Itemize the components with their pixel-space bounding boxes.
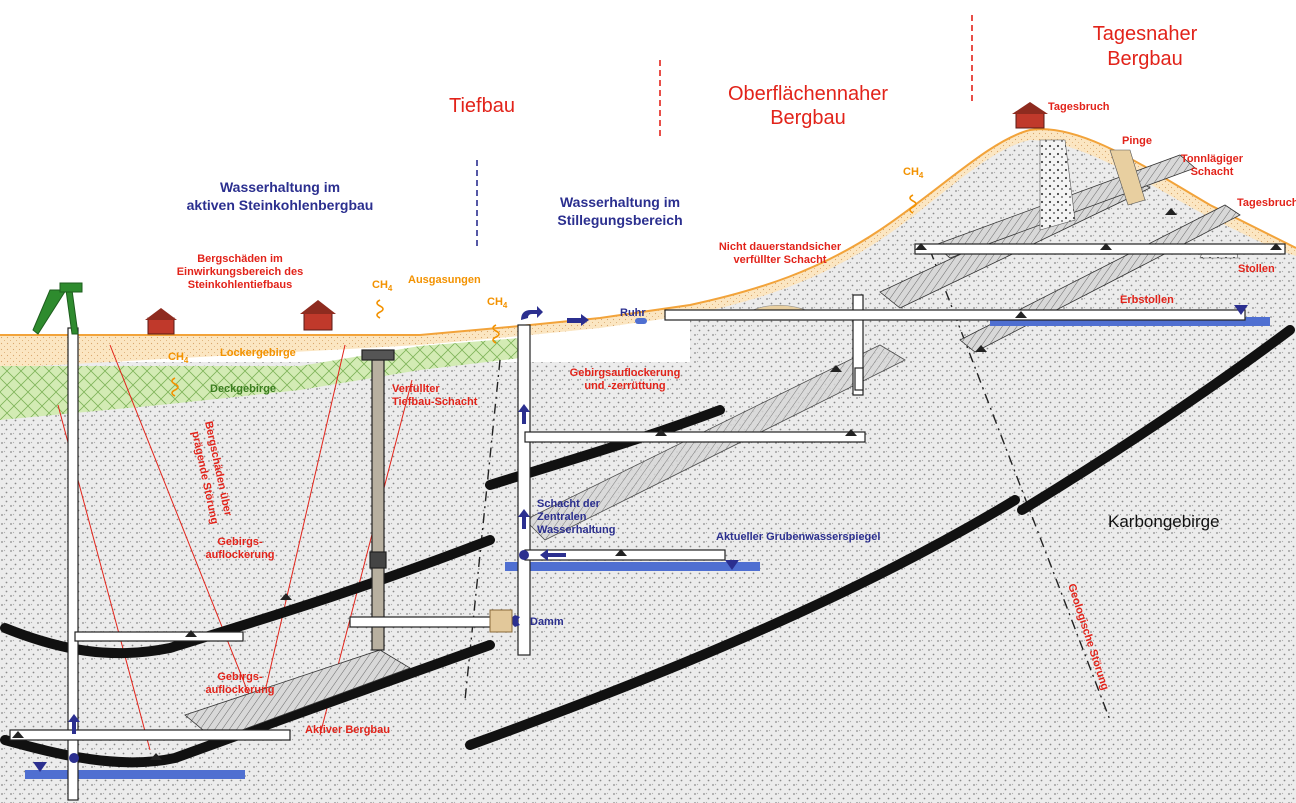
shaft-central-water	[517, 324, 531, 656]
label-karbongebirge: Karbongebirge	[1108, 512, 1220, 531]
header-tagesnah-line1: Tagesnaher	[1093, 23, 1198, 45]
header-tagesnah-line2: Bergbau	[1107, 48, 1183, 70]
label-ch4-a: CH4	[372, 279, 393, 293]
label-gebirgsauflockerung-b-line2: auflockerung	[205, 684, 274, 696]
label-grubenwasserspiegel: Aktueller Grubenwasserspiegel	[716, 531, 880, 543]
label-erbstollen: Erbstollen	[1120, 294, 1174, 306]
label-gebirgsauflockerung-a-line2: auflockerung	[205, 549, 274, 561]
headframe-icon	[32, 282, 83, 335]
label-damm: Damm	[530, 616, 564, 628]
label-ausgasungen: Ausgasungen	[408, 274, 481, 286]
lockergebirge-layer	[0, 128, 1296, 368]
label-bergschaeden-line3: Steinkohlentiefbaus	[188, 279, 293, 291]
region-dividers	[476, 15, 973, 250]
water-levels	[25, 317, 1270, 779]
label-schacht-zentral-line1: Schacht der	[537, 498, 601, 510]
label-pinge: Pinge	[1122, 135, 1152, 147]
house-icon	[145, 308, 177, 335]
header-oberflaechennah-line1: Oberflächennaher	[728, 83, 888, 105]
label-wasserhaltung-stilllegung-line2: Stillegungsbereich	[557, 212, 682, 228]
label-tagesbruch-top: Tagesbruch	[1048, 101, 1110, 113]
header-tiefbau: Tiefbau	[449, 95, 515, 117]
house-icon	[300, 300, 336, 331]
label-wasserhaltung-stilllegung-line1: Wasserhaltung im	[560, 194, 680, 210]
label-schacht-zentral-line3: Wasserhaltung	[537, 524, 615, 536]
label-stollen: Stollen	[1238, 263, 1275, 275]
gallery-markers	[12, 208, 1282, 760]
label-bergschaeden-line1: Bergschäden im	[197, 253, 283, 265]
label-ch4-d: CH4	[903, 166, 924, 180]
label-gebirgsauflockerung-zerruettung-line2: und -zerrüttung	[584, 380, 665, 392]
label-lockergebirge: Lockergebirge	[220, 347, 296, 359]
label-tonnlaegiger-line2: Schacht	[1191, 166, 1234, 178]
label-wasserhaltung-aktiv-line2: aktiven Steinkohlenbergbau	[187, 197, 374, 213]
region-headers: Tiefbau Oberflächennaher Bergbau Tagesna…	[449, 23, 1198, 129]
label-deckgebirge: Deckgebirge	[210, 383, 276, 395]
label-bergschaeden-line2: Einwirkungsbereich des	[177, 266, 304, 278]
label-gebirgsauflockerung-a-line1: Gebirgs-	[217, 536, 263, 548]
label-tonnlaegiger-line1: Tonnlägiger	[1181, 153, 1244, 165]
label-schacht-zentral-line2: Zentralen	[537, 511, 587, 523]
dam-wall	[489, 609, 513, 633]
label-nicht-dauerstandsicher-line1: Nicht dauerstandsicher	[719, 241, 842, 253]
house-icon	[1012, 102, 1048, 129]
label-gebirgsauflockerung-b-line1: Gebirgs-	[217, 671, 263, 683]
label-tagesbruch-right: Tagesbruch	[1237, 197, 1296, 209]
water-management-labels: Wasserhaltung im aktiven Steinkohlenberg…	[187, 179, 683, 228]
label-gebirgsauflockerung-zerruettung-line1: Gebirgsauflockerung	[570, 367, 681, 379]
label-ruhr: Ruhr	[620, 307, 646, 319]
header-oberflaechennah-line2: Bergbau	[770, 107, 846, 129]
label-nicht-dauerstandsicher-line2: verfüllter Schacht	[734, 254, 827, 266]
house-icons	[145, 102, 1048, 335]
shaft-unstable	[852, 294, 864, 396]
flow-arrows	[33, 305, 1248, 772]
fault-lines	[464, 249, 1111, 721]
label-verfuellter-line1: Verfüllter	[392, 383, 440, 395]
ch4-emission-icons	[171, 194, 917, 397]
label-aktiver-bergbau: Aktiver Bergbau	[305, 724, 390, 736]
shaft-filled-tiefbau	[371, 359, 385, 651]
label-wasserhaltung-aktiv-line1: Wasserhaltung im	[220, 179, 340, 195]
label-verfuellter-line2: Tiefbau-Schacht	[392, 396, 478, 408]
label-ch4-b: CH4	[487, 296, 508, 310]
label-ch4-c: CH4	[168, 351, 189, 365]
shafts	[67, 294, 864, 801]
